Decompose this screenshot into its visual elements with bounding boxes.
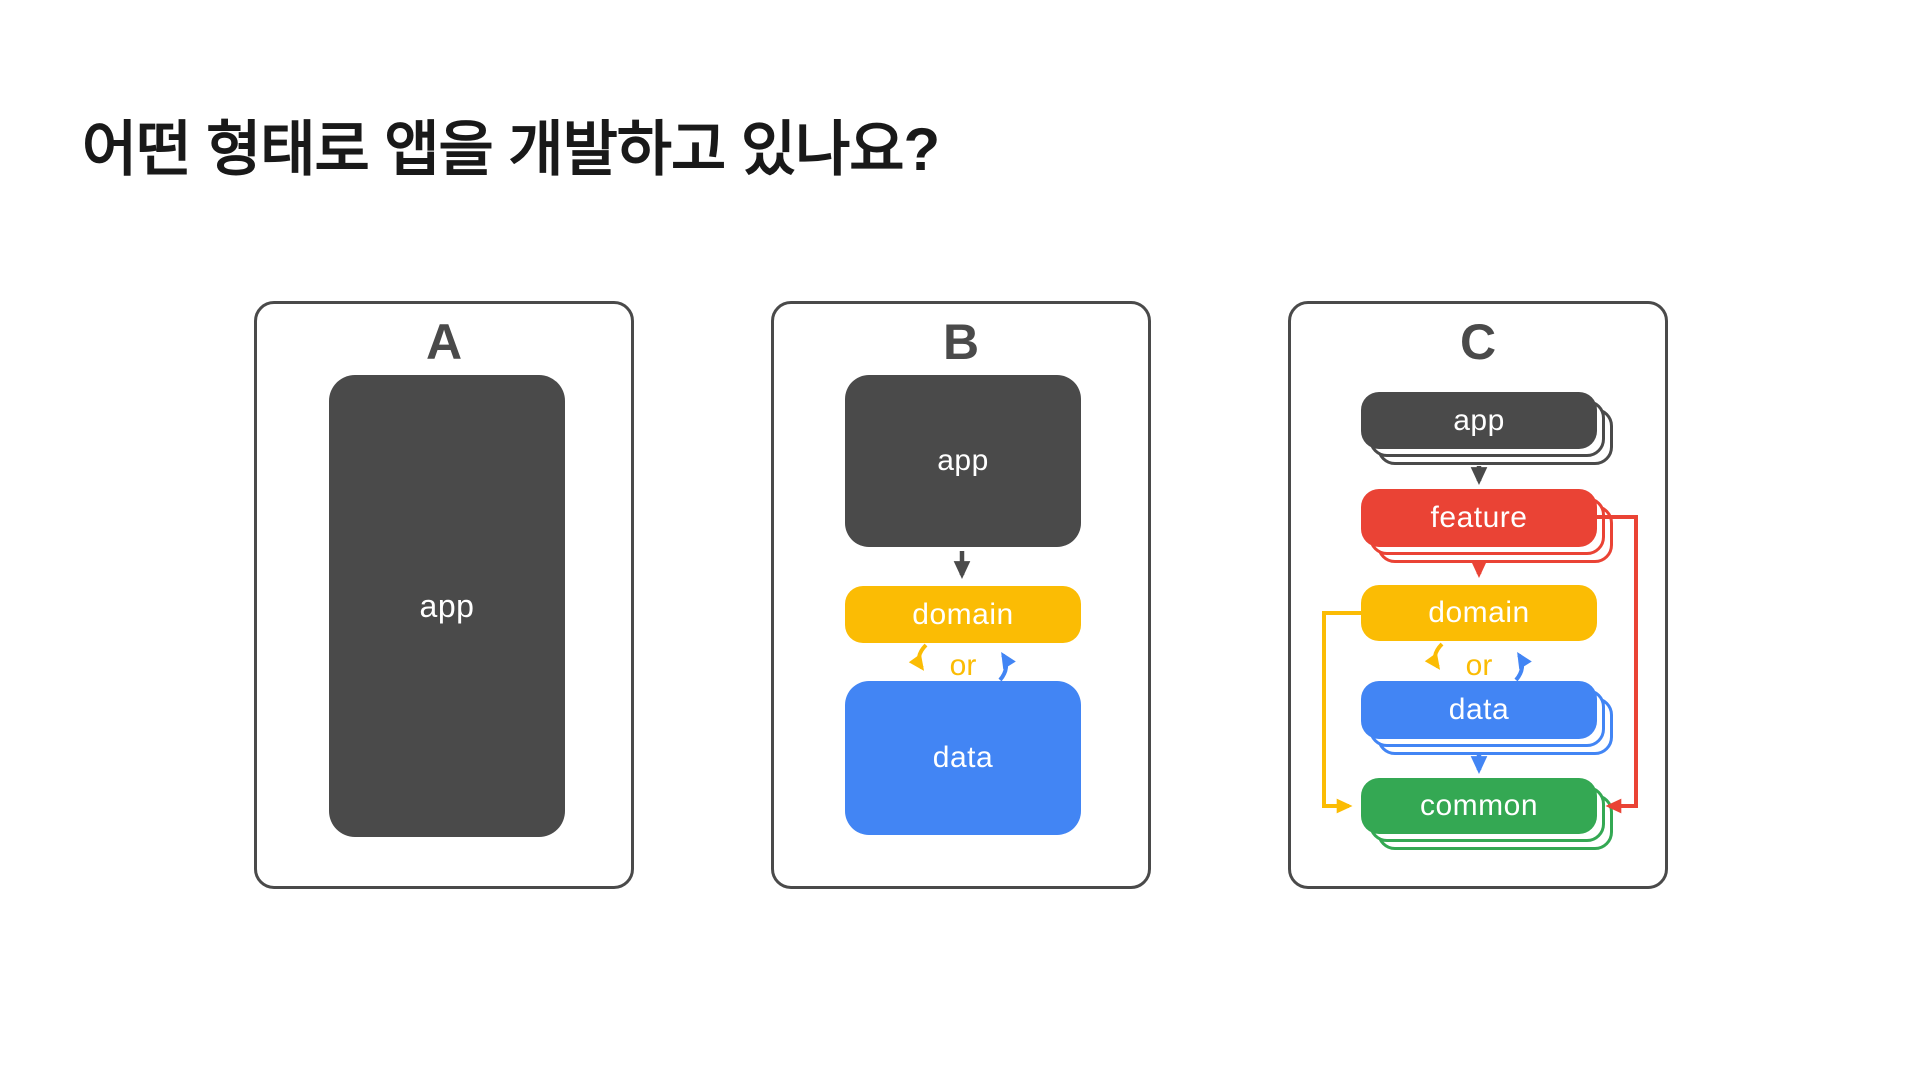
block-common-modules: common [1361,778,1613,850]
panel-b: B app domain data or [771,301,1151,889]
block-label: data [1448,693,1510,726]
panel-b-label: B [942,314,980,370]
block-common-card: common [1361,778,1597,834]
block-data-card: data [1361,681,1597,739]
or-label: or [950,649,977,682]
arrow-domain-to-data-icon [908,643,928,671]
arrow-domain-to-common-loop-icon [1322,611,1361,814]
panel-c: C app feature domain data [1288,301,1668,889]
block-data: data [845,681,1081,835]
block-app-monolith-card: app [329,375,565,837]
arrow-data-to-domain-icon [998,652,1016,682]
block-feature-card: feature [1361,489,1597,547]
panel-a-label: A [425,314,463,370]
block-feature-modules: feature [1361,489,1613,563]
block-label: domain [912,597,1014,631]
panel-a: A app [254,301,634,889]
block-label: common [1419,789,1539,822]
block-domain-card: domain [845,586,1081,643]
block-label: data [932,741,994,774]
or-label: or [1466,649,1493,682]
page-title: 어떤 형태로 앱을 개발하고 있나요? [82,116,940,183]
block-app-card: app [845,375,1081,547]
block-data-card: data [845,681,1081,835]
block-domain-card: domain [1361,585,1597,641]
block-label: domain [1428,596,1530,629]
block-label: feature [1430,501,1528,534]
block-label: app [1453,403,1505,437]
panel-c-label: C [1459,314,1497,370]
block-app-modules: app [1361,392,1613,465]
block-app: app [845,375,1081,547]
block-domain-module: domain [1361,585,1597,641]
block-app-monolith: app [329,375,565,837]
block-domain: domain [845,586,1081,643]
arrow-data-to-domain-icon [1514,652,1532,682]
block-data-modules: data [1361,681,1613,755]
block-label: app [937,444,989,477]
block-app-card: app [1361,392,1597,449]
block-label: app [419,587,475,624]
arrow-domain-to-data-icon [1424,642,1444,670]
